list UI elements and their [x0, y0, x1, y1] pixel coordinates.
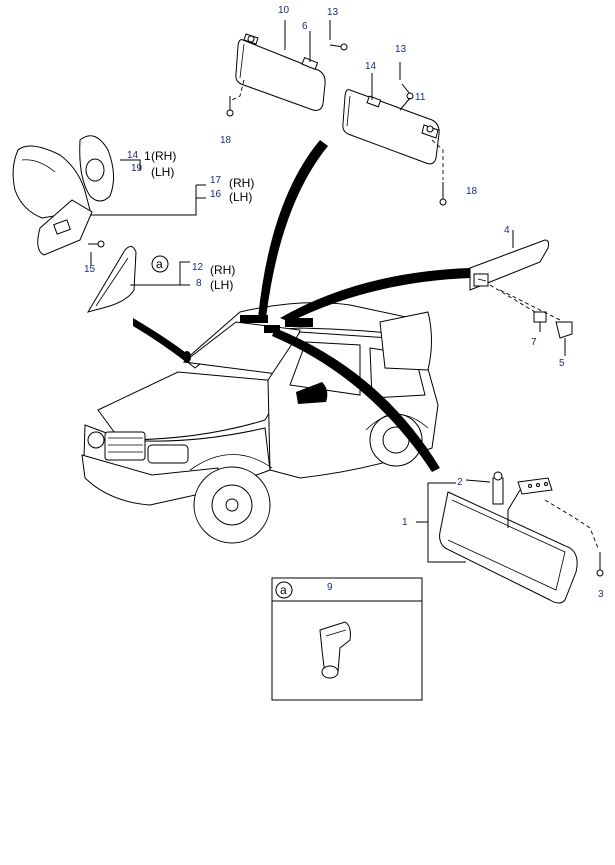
corner-garnish [86, 246, 137, 313]
callout-1-rh: 1 [144, 149, 151, 163]
pointer-to-visor [258, 140, 328, 318]
callout-12: 12 [192, 262, 204, 273]
detail-box [271, 577, 423, 701]
circle-a-main [151, 255, 169, 273]
screw-15 [88, 240, 105, 248]
leader-11 [399, 97, 411, 111]
callout-16: 16 [210, 189, 222, 200]
room-lamp [439, 471, 578, 604]
callout-17: 17 [210, 175, 222, 186]
screw-13b [401, 83, 414, 100]
dash-18b [431, 139, 444, 180]
callout-4: 4 [504, 225, 510, 236]
callout-7: 7 [531, 337, 537, 348]
clip-7 [533, 311, 547, 332]
label-rh-c: (RH) [210, 263, 235, 277]
outside-mirror [12, 135, 114, 256]
screw-13a [329, 43, 348, 51]
callout-18b: 18 [466, 186, 478, 197]
callout-11: 11 [415, 92, 426, 103]
callout-8: 8 [196, 278, 202, 289]
screw-18a [226, 96, 234, 117]
screw-3 [596, 552, 604, 577]
clip-5 [555, 321, 573, 356]
bulb-2 [492, 471, 504, 505]
pointer-to-garnish [133, 318, 190, 362]
callout-2: 2 [457, 477, 463, 488]
pointer-to-lamp [272, 328, 440, 472]
lamp-harness [507, 477, 553, 528]
label-rh-a: (RH) [151, 149, 176, 163]
label-rh-b: (RH) [229, 176, 254, 190]
label-lh-b: (LH) [229, 190, 252, 204]
callout-14a: 14 [127, 150, 139, 161]
callout-18a: 18 [220, 135, 232, 146]
callout-5: 5 [559, 358, 565, 369]
callout-13b: 13 [395, 44, 407, 55]
sun-visor-left [235, 33, 326, 111]
screw-18b [439, 182, 447, 206]
callout-9: 9 [327, 582, 333, 593]
dash-3 [544, 499, 599, 549]
bracket-12-8 [130, 261, 190, 286]
label-lh-a: (LH) [151, 165, 174, 179]
assist-grip [469, 239, 550, 291]
callout-10: 10 [278, 5, 290, 16]
label-lh-c: (LH) [210, 278, 233, 292]
dash-5 [499, 289, 561, 321]
callout-1: 1 [402, 517, 408, 528]
sun-visor-right [342, 89, 440, 165]
callout-3: 3 [598, 589, 604, 600]
circle-letter-main: a [156, 257, 163, 271]
callout-19: 19 [131, 163, 143, 174]
callout-13a: 13 [327, 7, 339, 18]
circle-a-detail [275, 581, 293, 599]
leader-2 [465, 479, 491, 483]
callout-6: 6 [302, 21, 308, 32]
circle-letter-detail: a [280, 583, 287, 597]
vehicle-body [81, 302, 439, 544]
callout-15: 15 [84, 264, 96, 275]
callout-14b: 14 [365, 61, 377, 72]
dash-7 [489, 284, 541, 316]
pointer-to-grip [280, 268, 470, 322]
dash-18a [231, 79, 245, 101]
clip-9 [319, 621, 351, 679]
bracket-17-16 [90, 185, 197, 216]
leader-14a [120, 159, 141, 170]
garnish-mark [183, 351, 191, 363]
